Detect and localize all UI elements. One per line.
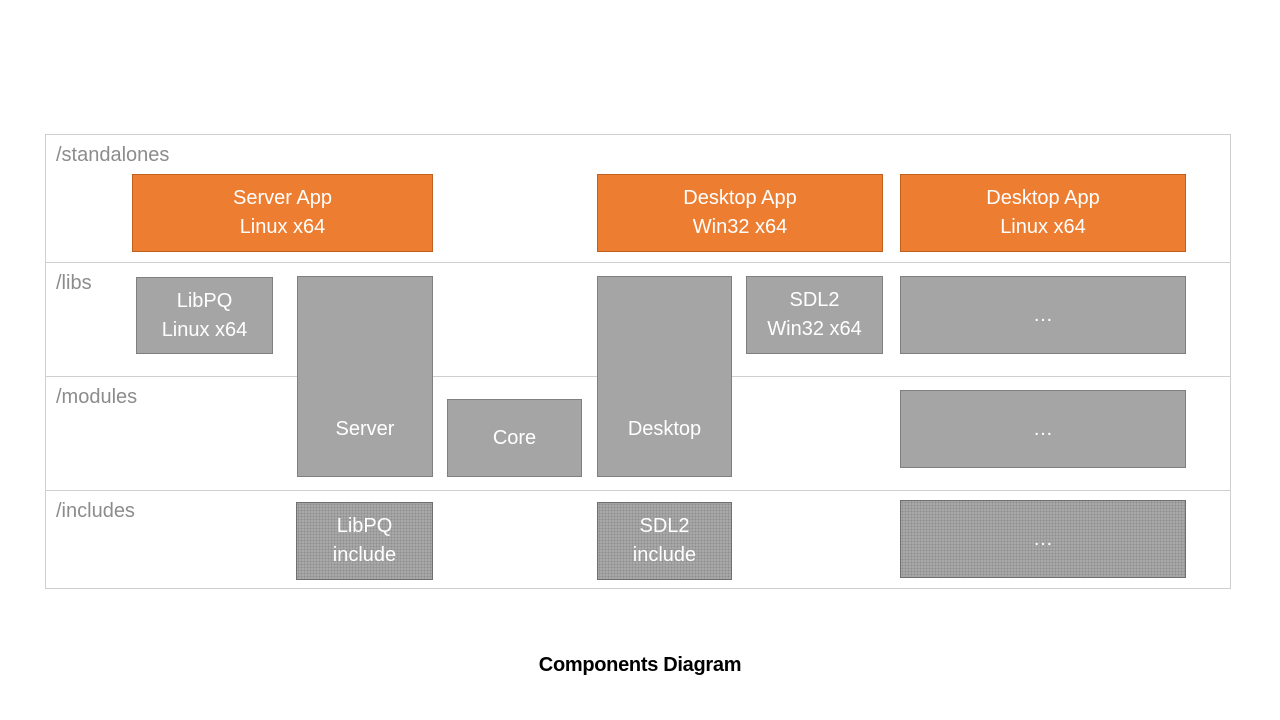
desktop-app-linux-box: Desktop App Linux x64 [900, 174, 1186, 252]
server-app-platform: Linux x64 [239, 216, 326, 238]
desktop-app-win32-platform: Win32 x64 [692, 216, 788, 238]
core-module-label: Core [492, 426, 537, 449]
sdl2-lib-platform: Win32 x64 [767, 318, 862, 340]
includes-more-box: … [900, 500, 1186, 578]
libpq-lib-box: LibPQ Linux x64 [136, 277, 273, 354]
includes-more-label: … [1033, 527, 1053, 550]
server-module-box: Server [297, 276, 433, 477]
layer-label-libs: /libs [56, 272, 92, 294]
layer-label-includes: /includes [56, 500, 135, 522]
desktop-app-linux-name: Desktop App [986, 187, 1100, 209]
libpq-include-name: LibPQ [336, 515, 393, 537]
desktop-app-linux-platform: Linux x64 [1000, 216, 1086, 238]
layer-label-standalones: /standalones [56, 144, 170, 166]
desktop-module-box: Desktop [597, 276, 732, 477]
layer-label-modules: /modules [56, 386, 138, 408]
libpq-lib-name: LibPQ [176, 289, 233, 312]
libpq-include-box: LibPQ include [296, 502, 433, 580]
libpq-lib-platform: Linux x64 [161, 318, 248, 341]
desktop-module-label: Desktop [627, 418, 702, 440]
sdl2-lib-name: SDL2 [789, 289, 840, 311]
libs-more-label: … [1033, 303, 1053, 326]
server-app-box: Server App Linux x64 [132, 174, 433, 252]
core-module-box: Core [447, 399, 582, 477]
sdl2-include-box: SDL2 include [597, 502, 732, 580]
modules-more-box: … [900, 390, 1186, 468]
sdl2-include-name: SDL2 [639, 515, 690, 537]
libs-more-box: … [900, 276, 1186, 354]
sdl2-lib-box: SDL2 Win32 x64 [746, 276, 883, 354]
libpq-include-label: include [332, 544, 397, 566]
sdl2-include-label: include [632, 544, 697, 566]
diagram-caption: Components Diagram [538, 654, 742, 676]
desktop-app-win32-box: Desktop App Win32 x64 [597, 174, 883, 252]
modules-more-label: … [1033, 417, 1053, 440]
server-app-name: Server App [233, 187, 332, 209]
server-module-label: Server [335, 418, 395, 440]
desktop-app-win32-name: Desktop App [683, 187, 797, 209]
